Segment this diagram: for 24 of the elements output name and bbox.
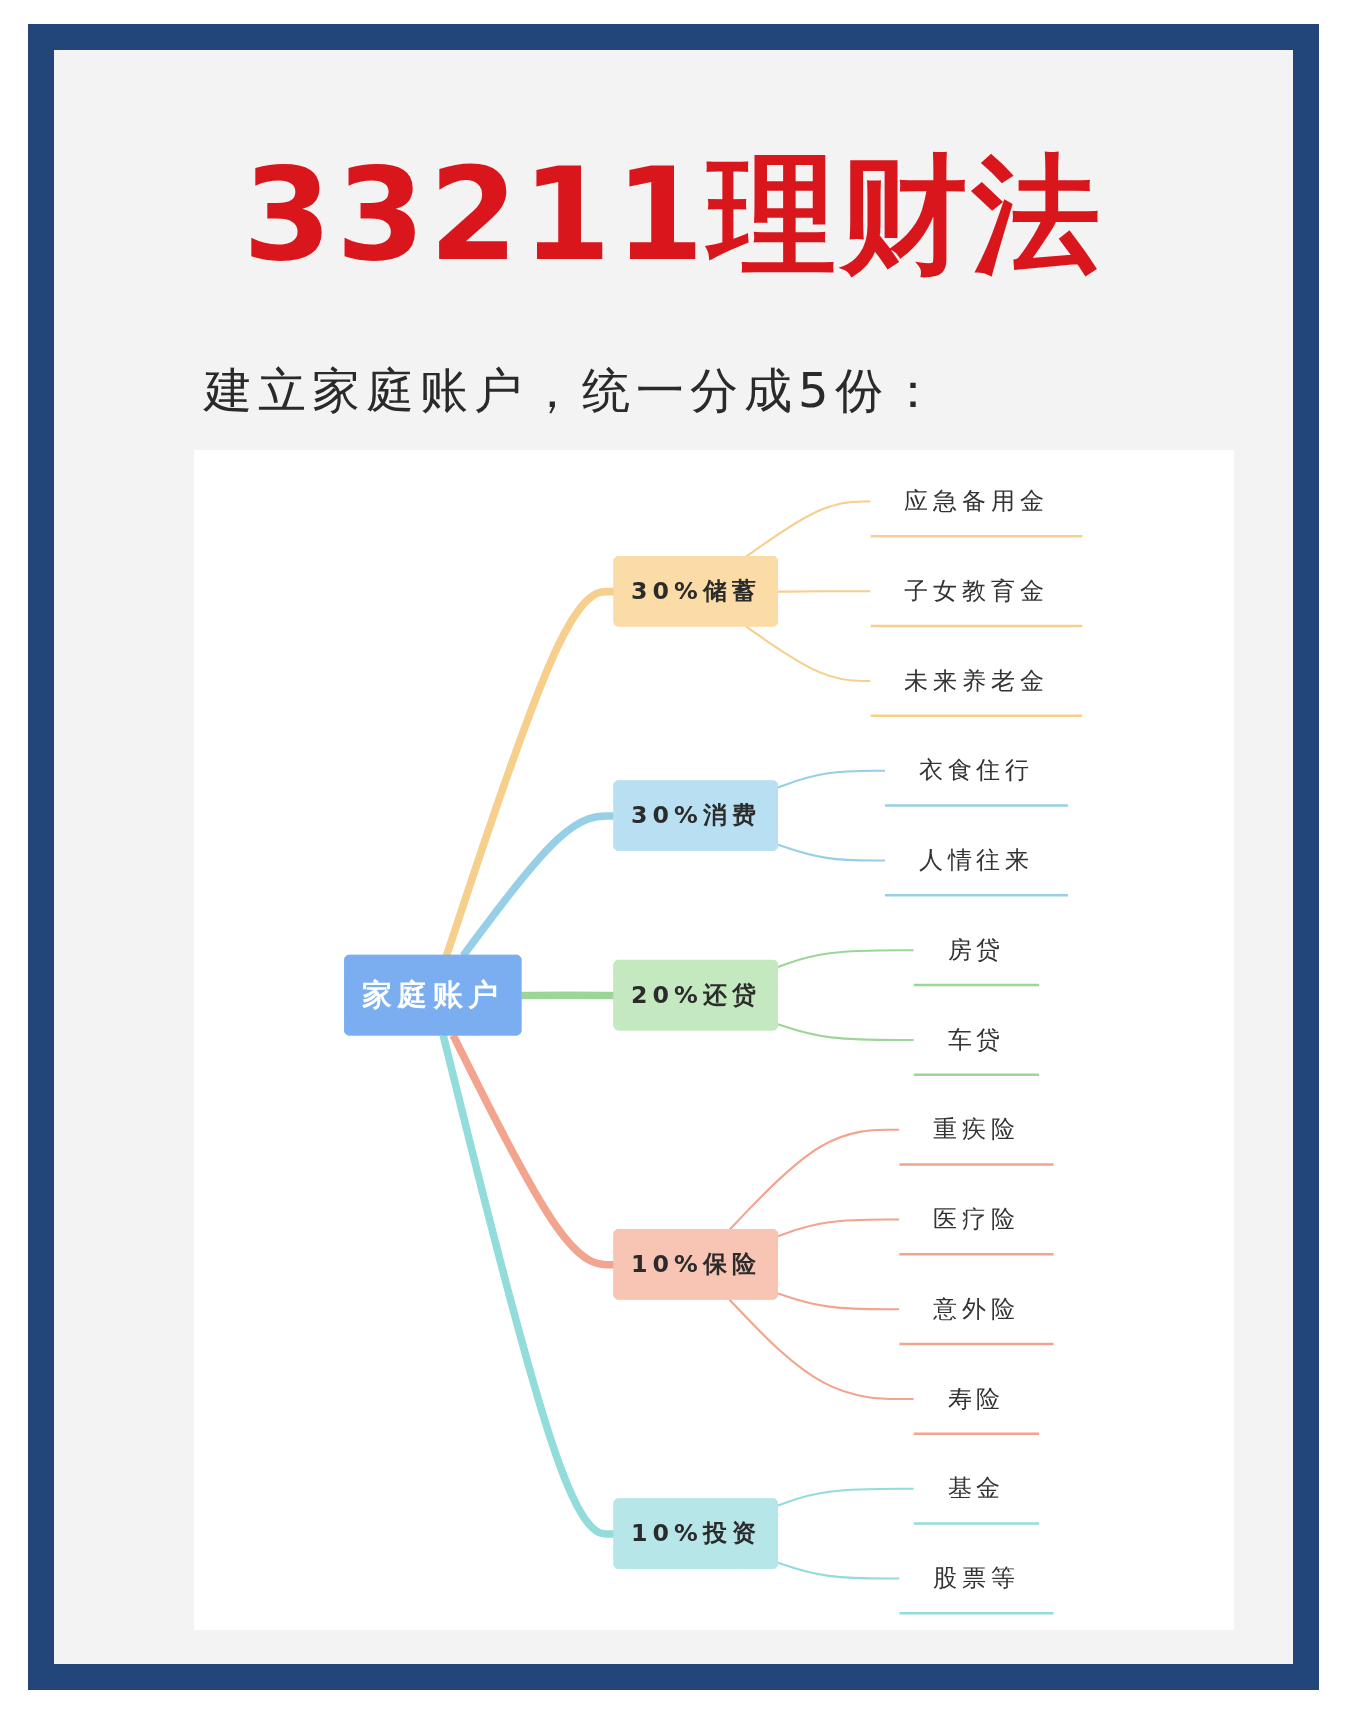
subtitle-text: 建立家庭账户，统一分成5份： — [204, 361, 943, 420]
connector-line — [778, 843, 886, 862]
category-node: 10%投资 — [614, 1498, 779, 1569]
category-node: 20%还贷 — [614, 960, 779, 1031]
connector-line — [778, 1487, 915, 1507]
connector-line — [745, 500, 872, 558]
connector-line — [778, 1292, 900, 1311]
connector-line — [778, 1023, 915, 1042]
root-node: 家庭账户 — [344, 954, 522, 1036]
connector-line — [521, 991, 615, 1000]
connector-line — [778, 1561, 900, 1580]
connector-line — [778, 769, 886, 789]
connector-line — [745, 625, 872, 683]
category-node: 30%消费 — [614, 780, 779, 851]
connector-line — [728, 1298, 915, 1401]
category-node: 30%储蓄 — [614, 556, 779, 627]
connector-line — [778, 590, 872, 593]
connector-line — [778, 949, 915, 968]
connector-line — [728, 1128, 900, 1231]
connector-line — [778, 1218, 900, 1238]
connector-line — [443, 587, 615, 957]
title: 33211理财法 — [241, 140, 1106, 290]
connector-line — [450, 1033, 615, 1269]
category-node: 10%保险 — [614, 1229, 779, 1300]
